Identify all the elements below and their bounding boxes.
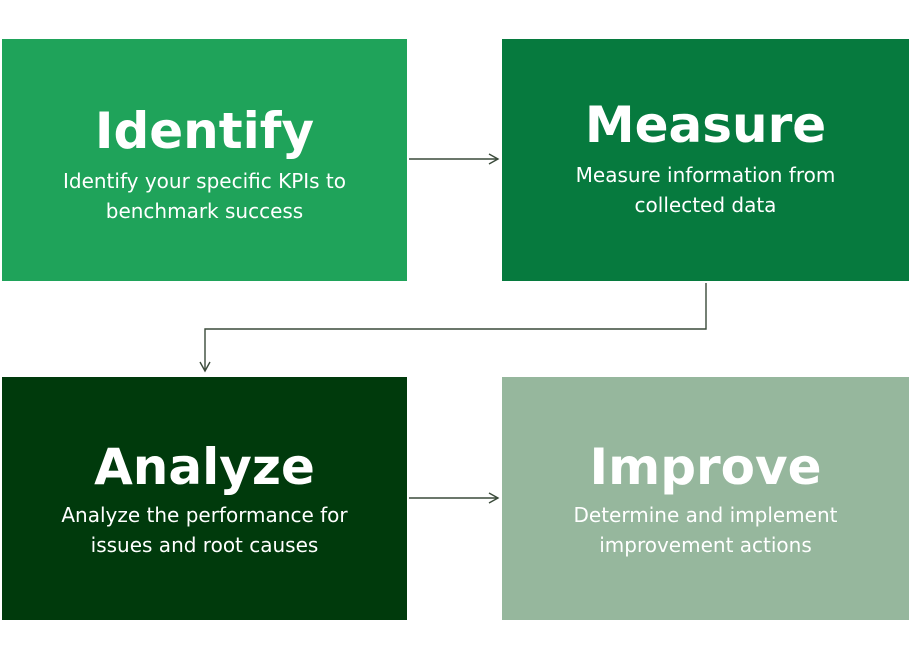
step-title-identify: Identify (94, 102, 315, 160)
arrow-measure-to-analyze (199, 283, 707, 373)
step-box-improve: Improve Determine and implement improvem… (502, 377, 909, 620)
step-description-line: benchmark success (105, 199, 304, 223)
step-box-measure: Measure Measure information from collect… (502, 39, 909, 281)
step-title-analyze: Analyze (94, 438, 315, 496)
step-box-identify: Identify Identify your specific KPIs to … (2, 39, 407, 281)
step-description-line: Determine and implement (573, 503, 838, 527)
step-description-measure: Measure information from collected data (522, 160, 889, 220)
step-title-improve: Improve (589, 438, 822, 496)
step-description-analyze: Analyze the performance for issues and r… (22, 500, 387, 560)
step-title-measure: Measure (584, 96, 827, 154)
step-description-line: Measure information from (575, 163, 836, 187)
step-description-identify: Identify your specific KPIs to benchmark… (22, 166, 387, 226)
step-box-analyze: Analyze Analyze the performance for issu… (2, 377, 407, 620)
step-description-line: issues and root causes (90, 533, 319, 557)
step-description-line: Identify your specific KPIs to (62, 169, 347, 193)
step-description-line: improvement actions (599, 533, 812, 557)
step-description-improve: Determine and implement improvement acti… (522, 500, 889, 560)
step-description-line: Analyze the performance for (61, 503, 348, 527)
step-description-line: collected data (634, 193, 777, 217)
